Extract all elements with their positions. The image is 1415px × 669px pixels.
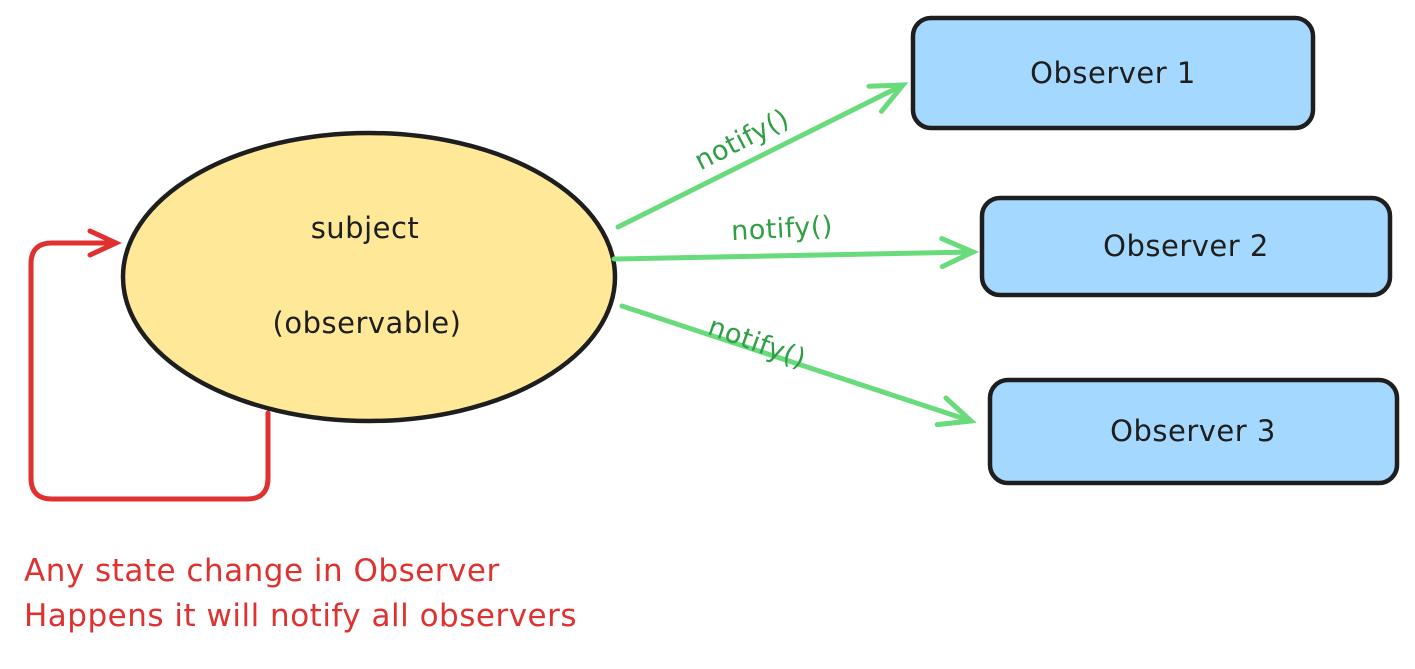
notify-arrow-2 <box>611 236 980 270</box>
caption-line-2: Happens it will notify all observers <box>24 598 578 634</box>
observer-2-box <box>979 195 1393 298</box>
notify-arrows-group <box>611 82 980 428</box>
observer-2-label: Observer 2 <box>1103 229 1269 263</box>
observer-1-label: Observer 1 <box>1030 56 1196 90</box>
diagram-caption: Any state change in Observer Happens it … <box>24 549 577 639</box>
subject-subtitle: (observable) <box>272 306 462 340</box>
observer-3-label: Observer 3 <box>1110 414 1276 448</box>
caption-line-1: Any state change in Observer <box>24 553 500 589</box>
subject-ellipse <box>120 130 618 424</box>
observer-1-box <box>910 15 1316 131</box>
notify-arrow-3 <box>619 303 977 428</box>
state-change-loop-arrow <box>28 228 271 502</box>
subject-title: subject <box>310 211 420 245</box>
observer-3-box <box>987 377 1400 486</box>
notify-arrow-1 <box>615 82 909 230</box>
notify-label-2: notify() <box>730 210 834 248</box>
